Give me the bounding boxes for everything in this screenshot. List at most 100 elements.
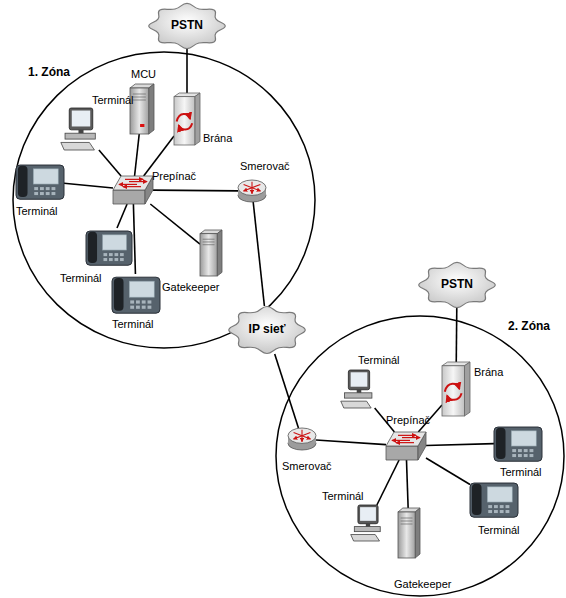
device-label: Terminál bbox=[16, 205, 58, 218]
device-label: Terminál bbox=[478, 524, 520, 537]
cloud-shape bbox=[149, 3, 225, 48]
phone-body bbox=[16, 165, 64, 199]
status-light bbox=[140, 124, 144, 127]
cloud-node: PSTN bbox=[148, 3, 226, 49]
device-label: Terminál bbox=[322, 490, 364, 503]
phone-key bbox=[494, 505, 498, 508]
router-node: Smerovač bbox=[288, 428, 316, 450]
phone-shape bbox=[86, 228, 132, 266]
zone-heading: 1. Zóna bbox=[28, 66, 70, 79]
network-link bbox=[150, 204, 200, 244]
cloud-node: IP sieť bbox=[228, 306, 306, 354]
phone-body bbox=[494, 427, 542, 461]
server-front bbox=[398, 512, 415, 558]
device-label: Terminál bbox=[112, 318, 154, 331]
device-label: Terminál bbox=[92, 94, 134, 107]
network-link bbox=[316, 440, 386, 445]
phone-screen bbox=[511, 431, 536, 446]
phone-key bbox=[130, 300, 134, 303]
server-side bbox=[149, 84, 154, 134]
server-side bbox=[217, 230, 222, 276]
switch-arrow bbox=[402, 437, 420, 438]
gateway-shape bbox=[174, 93, 200, 145]
computer-monitor bbox=[348, 370, 369, 390]
switch-front bbox=[386, 446, 418, 460]
network-link bbox=[133, 204, 135, 274]
phone-key bbox=[506, 505, 510, 508]
server-slot bbox=[133, 97, 146, 98]
server-slot bbox=[203, 244, 215, 245]
link-group bbox=[99, 150, 121, 176]
computer-stand bbox=[78, 130, 83, 133]
phone-key bbox=[52, 187, 56, 190]
computer-keyboard bbox=[61, 142, 95, 150]
link-group bbox=[187, 49, 188, 93]
phone-key bbox=[142, 300, 146, 303]
phone-screen bbox=[33, 169, 58, 184]
cloud-shape bbox=[229, 306, 305, 353]
phone-body bbox=[470, 483, 518, 517]
device-label: Terminál bbox=[358, 354, 400, 367]
server-slot bbox=[203, 241, 215, 242]
phone-key bbox=[500, 505, 504, 508]
phone-handset bbox=[496, 428, 506, 459]
device-label: Terminál bbox=[60, 272, 102, 285]
zone-circle bbox=[13, 52, 315, 348]
link-group bbox=[456, 308, 458, 362]
network-link bbox=[186, 49, 188, 93]
device-label: Prepínač bbox=[152, 170, 196, 183]
phone-handset bbox=[18, 166, 28, 197]
phone-key bbox=[488, 505, 492, 508]
phone-key bbox=[103, 258, 107, 261]
server-shape bbox=[398, 508, 420, 558]
switch-top bbox=[113, 176, 153, 190]
device-label: Gatekeeper bbox=[394, 578, 451, 591]
link-group bbox=[153, 190, 238, 192]
link-group bbox=[426, 458, 470, 485]
zone-circle bbox=[276, 316, 564, 596]
phone-key bbox=[46, 187, 50, 190]
phone-shape bbox=[494, 424, 542, 462]
phone-key bbox=[40, 192, 44, 195]
computer-stand bbox=[357, 390, 362, 393]
link-group bbox=[150, 204, 200, 244]
gateway-swirl bbox=[179, 123, 193, 129]
phone-key bbox=[34, 192, 38, 195]
computer-screen bbox=[360, 507, 376, 521]
server-front bbox=[200, 234, 217, 276]
cloud-node: PSTN bbox=[418, 262, 496, 308]
computer-node: Terminál bbox=[60, 108, 102, 150]
link-group bbox=[275, 354, 299, 428]
computer-screen bbox=[72, 111, 90, 127]
phone-key bbox=[34, 187, 38, 190]
computer-case bbox=[65, 133, 95, 139]
cloud-label: PSTN bbox=[418, 278, 496, 291]
phone-key bbox=[148, 306, 152, 309]
phone-key bbox=[136, 300, 140, 303]
phone-screen bbox=[487, 487, 512, 502]
phone-key bbox=[46, 192, 50, 195]
switch-shape bbox=[386, 432, 426, 460]
link-group bbox=[253, 202, 264, 306]
phone-key bbox=[530, 454, 534, 457]
switch-arrow bbox=[119, 184, 137, 185]
phone-key bbox=[512, 449, 516, 452]
phone-shape bbox=[112, 274, 160, 314]
device-label: MCU bbox=[131, 68, 156, 81]
phone-body bbox=[112, 277, 160, 313]
server-side bbox=[415, 508, 420, 558]
computer-screen bbox=[351, 372, 368, 386]
computer-shape bbox=[340, 370, 378, 408]
device-label: Smerovač bbox=[282, 460, 332, 473]
server-slot bbox=[133, 94, 146, 95]
link-group bbox=[117, 204, 127, 228]
network-link bbox=[426, 458, 470, 485]
phone-node: Terminál bbox=[112, 274, 160, 314]
router-top bbox=[288, 428, 316, 443]
phone-key bbox=[109, 253, 113, 256]
router-node: Smerovač bbox=[238, 180, 266, 202]
server-node: MCU bbox=[130, 84, 154, 134]
network-link bbox=[135, 134, 140, 176]
phone-screen bbox=[129, 281, 154, 297]
